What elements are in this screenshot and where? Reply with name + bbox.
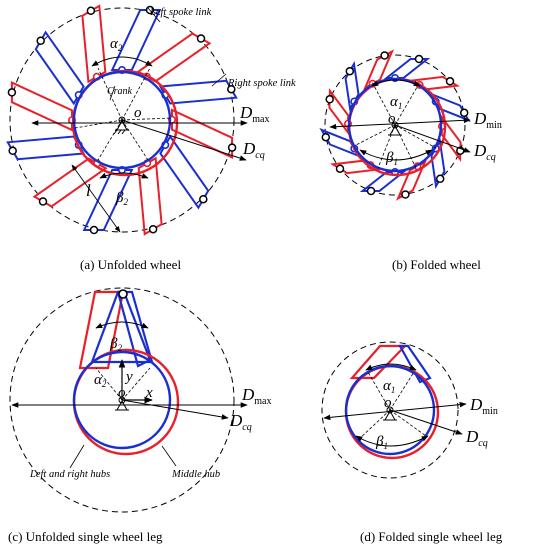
spoke-tip-joint [148,224,158,234]
origin-label: o [388,111,396,127]
d-eq-label: Dcq [242,139,265,161]
spoke-tip-joint [321,132,331,142]
alpha-label: α2 [110,36,123,53]
beta-label: β2 [109,336,122,353]
crank-label: Crank [107,86,133,97]
beta-arc [355,435,429,447]
spoke-tip-joint [366,186,376,196]
caption-d: (d) Folded single wheel leg [360,529,503,544]
origin-label: o [134,105,142,121]
hubs-label: Left and right hubs [29,469,110,480]
panel-a: α2 Left spoke link Right spoke link Cran… [6,4,296,272]
outer-diameter-circle [9,7,235,233]
beta-label: β1 [385,150,398,167]
length-label: l [86,181,91,200]
outer-diameter-circle [9,287,235,513]
beta-arc [95,321,149,329]
middle-hub-label: Middle hub [171,469,220,480]
spoke-tip-joint [199,194,208,204]
right-hub-circle [72,350,172,450]
spoke-tip-joint [86,6,96,16]
d-min-arrow [329,117,471,130]
d-max-label: Dmax [239,103,270,125]
origin-label: o [118,385,126,401]
spoke-link [6,135,86,161]
d-eq-label: Dcq [465,427,488,449]
spoke-tip-joint [196,34,206,43]
right-spoke-link-label: Right spoke link [227,78,296,89]
spoke-tip-joint [8,146,17,156]
spoke-tip-joint [401,190,410,199]
left-spoke-link-label: Left spoke link [149,7,212,18]
spoke-tip-joint [227,84,236,94]
spoke-tip-joint [38,197,48,206]
spoke-tip-joint [459,108,469,118]
length-line [71,164,121,233]
d-eq-label: Dcq [229,411,252,433]
d-eq-arrow [121,119,247,161]
spoke-tip-joint [414,54,424,64]
top-pivot-joint [118,289,128,299]
spoke-link [81,4,107,84]
crank-leader [109,85,116,101]
spoke-tip-joint [435,174,445,184]
panel-c: β2 α2 y o x Dmax Dcq Left and right hubs… [8,287,272,544]
spoke-tip-joint [345,66,355,76]
d-eq-arrow [389,409,463,435]
left-link-leader [147,7,161,23]
d-eq-arrow [121,399,229,420]
caption-a: (a) Unfolded wheel [80,257,181,272]
caption-b: (b) Folded wheel [392,257,481,272]
caption-c: (c) Unfolded single wheel leg [8,529,163,544]
spoke-tip-joint [380,51,389,60]
spoke-tip-joint [335,164,345,173]
axis-x-label: x [145,385,153,401]
beta-arc [359,149,433,161]
d-min-label: Dmin [473,109,502,131]
spoke-tip-joint [325,95,334,104]
origin-label: o [384,395,392,411]
panel-b: α1 o β1 Dmin Dcq (b) Folded wheel [319,49,502,272]
right-hub-circle [72,70,172,170]
alpha-label: α2 [94,372,107,389]
spoke-tip-joint [445,77,455,86]
alpha-label: α1 [390,94,402,111]
alpha-arc [91,56,153,67]
spoke-tip-joint [227,143,237,152]
axis-arrows [95,359,153,404]
crank-lines [357,371,427,441]
alpha-arc [365,363,417,371]
d-min-arrow [323,401,467,421]
d-max-label: Dmax [241,385,272,407]
d-min-label: Dmin [469,395,498,417]
middle-hub-leader [161,445,177,467]
right-link-leader [211,73,227,87]
beta-label: β1 [375,434,388,451]
panel-d: α1 o β1 Dmin Dcq (d) Folded single wheel… [321,341,503,544]
spoke-tip-joint [7,88,17,97]
hubs-leader [69,444,85,469]
spoke-tip-joint [89,225,99,235]
alpha-label: α1 [383,378,395,395]
spoke-tip-joint [36,36,45,46]
d-eq-label: Dcq [473,141,496,163]
beta-label: β2 [115,190,128,207]
d-eq-arrow [394,124,471,153]
alpha-arc [371,79,421,87]
axis-y-label: y [124,369,133,385]
